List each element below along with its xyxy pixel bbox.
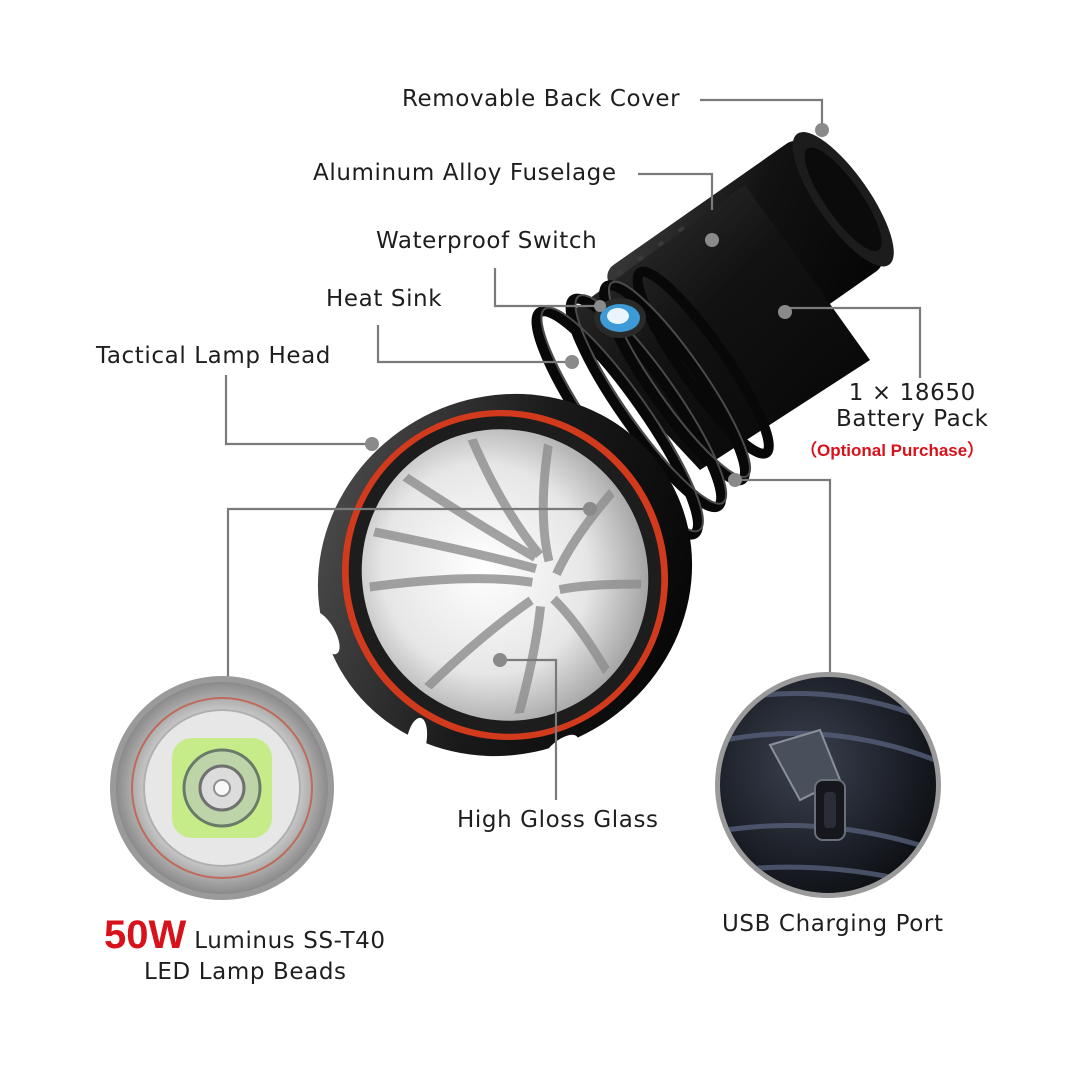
- label-high-gloss-glass: High Gloss Glass: [457, 807, 659, 833]
- leader-led: [226, 507, 590, 682]
- flashlight-body: [309, 132, 894, 767]
- leader-endpoints: [365, 123, 829, 667]
- usb-port-closeup: [715, 672, 941, 898]
- leader-battery: [790, 306, 922, 378]
- label-removable-back-cover: Removable Back Cover: [402, 86, 681, 112]
- label-heat-sink: Heat Sink: [326, 286, 443, 312]
- label-led-lamp-beads: 50W Luminus SS-T40 LED Lamp Beads: [104, 915, 386, 985]
- label-battery-pack: 1 × 18650 Battery Pack: [836, 380, 989, 433]
- leader-switch: [493, 268, 598, 308]
- leader-back-cover: [700, 98, 824, 125]
- label-optional-purchase: （Optional Purchase）: [800, 441, 985, 460]
- leader-lines: [224, 98, 922, 800]
- leader-fuselage: [638, 172, 714, 210]
- led-wattage: 50W: [104, 913, 187, 957]
- leader-usb: [735, 478, 832, 672]
- label-waterproof-switch: Waterproof Switch: [376, 228, 598, 254]
- led-lamp-beads-text: LED Lamp Beads: [144, 959, 347, 985]
- leader-glass: [500, 658, 558, 800]
- led-model: Luminus SS-T40: [194, 928, 386, 954]
- battery-quantity: 1 × 18650: [848, 380, 976, 406]
- label-tactical-lamp-head: Tactical Lamp Head: [96, 343, 331, 369]
- label-usb-charging-port: USB Charging Port: [722, 911, 944, 937]
- led-closeup: [110, 676, 334, 900]
- label-aluminum-alloy-fuselage: Aluminum Alloy Fuselage: [313, 160, 617, 186]
- leader-heat-sink: [376, 325, 570, 364]
- battery-pack-text: Battery Pack: [836, 406, 989, 433]
- leader-lamp-head: [224, 375, 370, 446]
